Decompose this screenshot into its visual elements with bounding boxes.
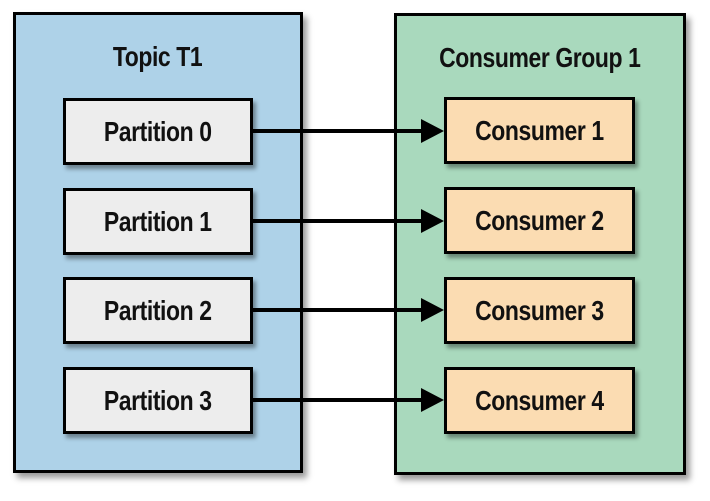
arrow-partition0-to-consumer1: [251, 119, 444, 143]
consumer-1-label: Consumer 1: [475, 114, 604, 146]
arrowhead-right-icon: [421, 298, 444, 322]
arrow-partition2-to-consumer3: [251, 298, 444, 322]
partition-3-box: Partition 3: [63, 367, 253, 434]
consumer-3-box: Consumer 3: [444, 277, 635, 344]
arrow-partition1-to-consumer2: [251, 209, 444, 233]
consumer-1-box: Consumer 1: [444, 97, 635, 164]
topic-title: Topic T1: [16, 41, 300, 73]
arrowhead-right-icon: [421, 388, 444, 412]
arrow-partition3-to-consumer4: [251, 388, 444, 412]
consumer-2-label: Consumer 2: [475, 204, 604, 236]
consumer-group-title: Consumer Group 1: [397, 42, 683, 74]
partition-0-label: Partition 0: [104, 115, 212, 147]
partition-1-box: Partition 1: [63, 188, 253, 255]
consumer-group-title-text: Consumer Group 1: [439, 42, 641, 73]
arrowhead-right-icon: [421, 119, 444, 143]
topic-title-text: Topic T1: [113, 41, 203, 72]
consumer-4-label: Consumer 4: [475, 384, 604, 416]
consumer-2-box: Consumer 2: [444, 187, 635, 254]
consumer-3-label: Consumer 3: [475, 294, 604, 326]
arrowhead-right-icon: [421, 209, 444, 233]
arrow-line: [251, 219, 421, 223]
partition-1-label: Partition 1: [104, 205, 212, 237]
topic-container: Topic T1 Partition 0 Partition 1 Partiti…: [13, 12, 303, 473]
arrow-line: [251, 398, 421, 402]
partition-0-box: Partition 0: [63, 98, 253, 165]
consumer-4-box: Consumer 4: [444, 367, 635, 434]
arrow-line: [251, 129, 421, 133]
partition-3-label: Partition 3: [104, 384, 212, 416]
arrow-line: [251, 308, 421, 312]
partition-2-box: Partition 2: [63, 277, 253, 344]
partition-2-label: Partition 2: [104, 294, 212, 326]
